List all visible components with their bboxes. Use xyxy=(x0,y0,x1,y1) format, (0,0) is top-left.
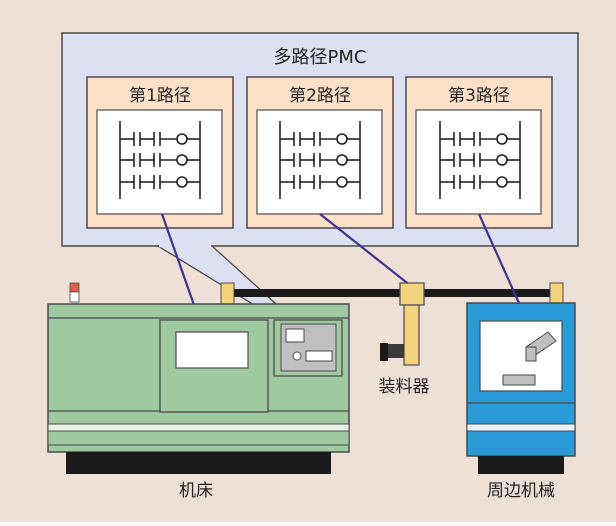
ladder-diagram-icon xyxy=(439,121,521,199)
machine-base xyxy=(66,452,331,474)
path-2-label: 第2路径 xyxy=(289,86,351,106)
ladder-panel-3 xyxy=(415,109,542,215)
machine-tool: 机床 xyxy=(47,282,350,501)
pmc-panel: 多路径PMC 第1路径 xyxy=(61,32,579,247)
loader-label: 装料器 xyxy=(379,377,430,397)
pmc-panel-title: 多路径PMC xyxy=(274,47,367,68)
path-3-label: 第3路径 xyxy=(448,86,510,106)
beacon-light-icon xyxy=(69,282,80,293)
path-block-1: 第1路径 xyxy=(86,76,234,229)
loader: 装料器 xyxy=(379,282,430,397)
peripheral-label: 周边机械 xyxy=(487,481,555,501)
ladder-diagram-icon xyxy=(279,121,361,199)
path-block-2: 第2路径 xyxy=(246,76,394,229)
path-1-label: 第1路径 xyxy=(129,86,191,106)
path-block-3: 第3路径 xyxy=(405,76,553,229)
peripheral-machine: 周边机械 xyxy=(466,302,576,501)
link-lines xyxy=(160,213,521,306)
peripheral-base xyxy=(478,456,564,474)
loader-rail xyxy=(220,282,564,308)
machine-tool-label: 机床 xyxy=(179,481,213,501)
ladder-diagram-icon xyxy=(119,121,201,199)
door-window xyxy=(175,331,249,369)
